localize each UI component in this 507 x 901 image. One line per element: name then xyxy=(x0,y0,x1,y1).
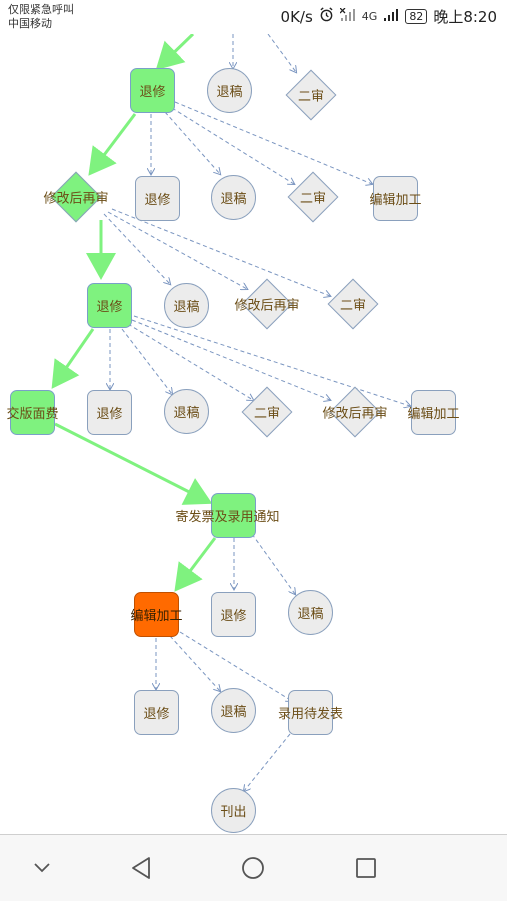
node-label: 编辑加工 xyxy=(130,609,183,624)
node-label: 退修 xyxy=(96,300,123,315)
signal-icon xyxy=(383,8,399,26)
chevron-down-icon[interactable] xyxy=(27,853,57,883)
home-circle-icon[interactable] xyxy=(238,853,268,883)
node-xiugai-1[interactable]: 修改后再审 xyxy=(43,171,109,223)
node-luyong[interactable]: 录用待发表 xyxy=(278,690,343,735)
node-label: 刊出 xyxy=(220,805,247,820)
node-label: 退修 xyxy=(96,407,123,422)
node-label: 二审 xyxy=(297,89,325,105)
node-label: 退稿 xyxy=(173,300,200,315)
node-bianji-current[interactable]: 编辑加工 xyxy=(131,592,183,637)
node-tuixiu-5[interactable]: 退修 xyxy=(211,592,256,637)
status-left: 仅限紧急呼叫 中国移动 xyxy=(8,3,74,31)
node-label: 退修 xyxy=(144,193,171,208)
node-bianji-2[interactable]: 编辑加工 xyxy=(408,390,460,435)
edge-tuixiu2-jiaoban xyxy=(51,328,95,389)
net-speed: 0K/s xyxy=(280,7,313,26)
alarm-icon xyxy=(319,7,334,26)
workflow-diagram: 退修 退稿 二审 修改后再审 退修 退稿 二审 编辑加工 退修 退稿 修改后再审… xyxy=(0,34,507,834)
clock-time: 晚上8:20 xyxy=(433,8,497,26)
node-ershen-2[interactable]: 二审 xyxy=(287,171,339,223)
node-bianji-1[interactable]: 编辑加工 xyxy=(370,176,422,221)
node-label: 修改后再审 xyxy=(322,406,388,422)
node-label: 退稿 xyxy=(173,406,200,421)
recents-square-icon[interactable] xyxy=(351,853,381,883)
node-tuigao-4[interactable]: 退稿 xyxy=(164,389,209,434)
network-type: 4G xyxy=(361,10,378,23)
node-label: 编辑加工 xyxy=(407,407,460,422)
node-label: 退稿 xyxy=(216,85,243,100)
node-tuixiu-3[interactable]: 退修 xyxy=(87,283,132,328)
node-ershen-3[interactable]: 二审 xyxy=(327,278,379,330)
node-label: 退稿 xyxy=(220,705,247,720)
carrier-name: 中国移动 xyxy=(8,17,52,30)
node-label: 修改后再审 xyxy=(43,191,109,207)
node-jifapiao[interactable]: 寄发票及录用通知 xyxy=(176,493,280,538)
node-label: 退修 xyxy=(220,609,247,624)
emergency-text: 仅限紧急呼叫 xyxy=(8,3,74,16)
node-label: 修改后再审 xyxy=(234,298,300,314)
node-tuixiu-2[interactable]: 退修 xyxy=(135,176,180,221)
node-tuixiu-1[interactable]: 退修 xyxy=(130,68,175,113)
status-right: 0K/s 4G 82 晚上8:20 xyxy=(281,6,497,27)
node-label: 交版面费 xyxy=(6,407,59,422)
node-jiaoban[interactable]: 交版面费 xyxy=(7,390,59,435)
node-label: 编辑加工 xyxy=(369,193,422,208)
node-label: 退稿 xyxy=(297,607,324,622)
node-ershen-1[interactable]: 二审 xyxy=(285,69,337,121)
node-xiugai-3[interactable]: 修改后再审 xyxy=(322,386,388,438)
node-tuigao-5[interactable]: 退稿 xyxy=(288,590,333,635)
node-label: 二审 xyxy=(253,406,281,422)
edge-jifapiao-bianji xyxy=(174,537,217,592)
no-sim-signal-icon xyxy=(339,7,356,26)
node-label: 退修 xyxy=(139,85,166,100)
node-tuixiu-4[interactable]: 退修 xyxy=(87,390,132,435)
node-tuigao-1[interactable]: 退稿 xyxy=(207,68,252,113)
edge-layer xyxy=(51,34,507,834)
node-kanchu[interactable]: 刊出 xyxy=(211,788,256,833)
node-label: 寄发票及录用通知 xyxy=(175,510,280,525)
node-tuixiu-6[interactable]: 退修 xyxy=(134,690,179,735)
system-nav-bar xyxy=(0,834,507,901)
node-tuigao-3[interactable]: 退稿 xyxy=(164,283,209,328)
battery-icon: 82 xyxy=(405,9,428,24)
edge-jiaoban-jifapiao xyxy=(54,422,213,505)
edge-incoming-tuixiu1 xyxy=(155,34,195,71)
node-label: 录用待发表 xyxy=(278,707,344,722)
node-label: 退修 xyxy=(143,707,170,722)
node-label: 二审 xyxy=(339,298,367,314)
back-triangle-icon[interactable] xyxy=(126,853,156,883)
node-tuigao-6[interactable]: 退稿 xyxy=(211,688,256,733)
node-label: 退稿 xyxy=(220,192,247,207)
node-label: 二审 xyxy=(299,191,327,207)
node-ershen-4[interactable]: 二审 xyxy=(241,386,293,438)
status-bar: 仅限紧急呼叫 中国移动 0K/s 4G 82 晚上8:20 xyxy=(0,0,507,34)
node-tuigao-2[interactable]: 退稿 xyxy=(211,175,256,220)
node-xiugai-2[interactable]: 修改后再审 xyxy=(234,278,300,330)
edge-tuixiu1-xiugai1 xyxy=(88,113,137,176)
